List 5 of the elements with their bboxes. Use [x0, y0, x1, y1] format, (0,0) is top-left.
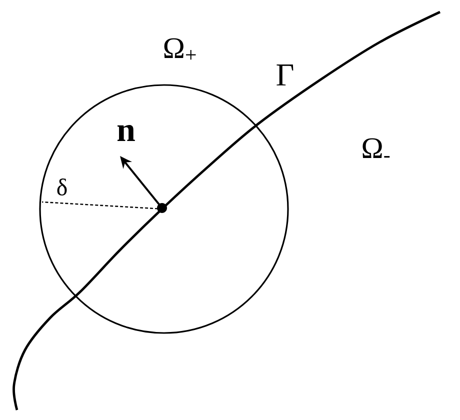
- radius-label: δ: [57, 178, 67, 196]
- curve-label: Γ: [276, 64, 294, 86]
- vector-label: n: [118, 125, 135, 141]
- region-label: Ω$_{+}$: [164, 38, 196, 60]
- region-label: Ω$_{-}$: [362, 138, 390, 158]
